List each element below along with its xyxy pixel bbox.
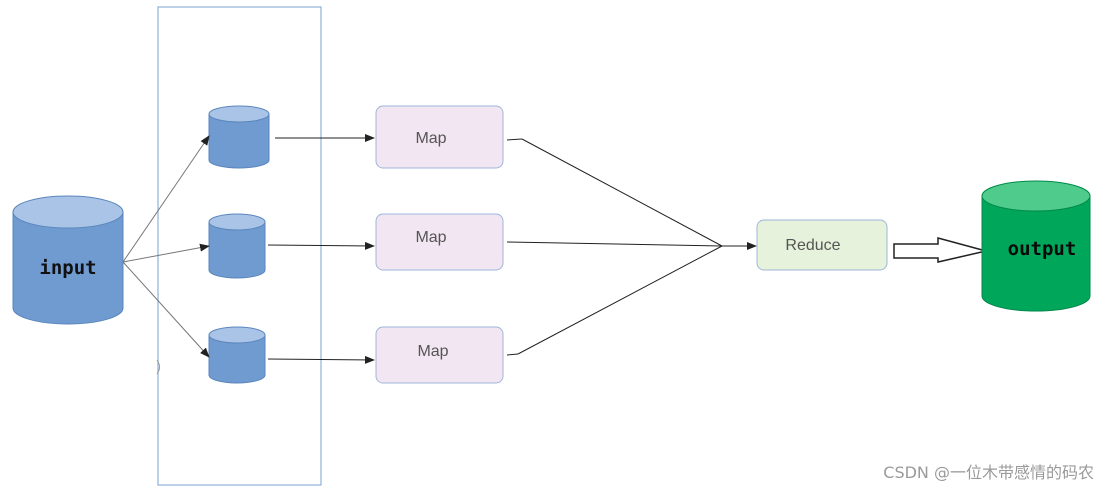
csdn-watermark: CSDN @一位木带感情的码农: [883, 463, 1094, 482]
split-cylinder-2: [208, 213, 266, 279]
line-map-2-to-merge: [506, 241, 723, 247]
arrow-input-to-split-3: [122, 261, 210, 358]
block-arrow-reduce-to-output: [893, 237, 987, 263]
frame-artifact-mark: [156, 359, 160, 375]
line-map-1-merge-diagonal: [521, 138, 723, 247]
map-box-3: Map: [375, 326, 504, 384]
map-box-2: Map: [375, 213, 504, 271]
input-cylinder-body: [12, 211, 124, 325]
line-map-3-merge-diagonal: [517, 245, 723, 355]
map-label-3: Map: [417, 343, 448, 360]
output-cylinder: output: [981, 180, 1091, 312]
output-label: output: [1008, 238, 1077, 260]
map-box-1: Map: [375, 105, 504, 169]
reduce-label: Reduce: [785, 237, 840, 254]
arrow-input-to-split-2: [122, 243, 210, 263]
map-label-1: Map: [415, 130, 446, 147]
arrow-split-2-to-map-2: [267, 241, 375, 250]
reduce-box: Reduce: [756, 219, 888, 271]
output-cylinder-top: [981, 180, 1091, 212]
arrow-split-3-to-map-3: [267, 355, 375, 364]
arrow-input-to-split-1: [122, 135, 210, 263]
line-map-3-to-merge: [506, 353, 519, 356]
input-cylinder-top: [12, 195, 124, 229]
line-map-1-to-merge: [506, 138, 523, 141]
split-cylinder-1: [208, 105, 270, 169]
input-label: input: [39, 257, 96, 279]
output-cylinder-body: [981, 195, 1091, 312]
split-cylinder-3: [208, 326, 266, 384]
input-cylinder: input: [12, 195, 124, 325]
map-label-2: Map: [415, 229, 446, 246]
